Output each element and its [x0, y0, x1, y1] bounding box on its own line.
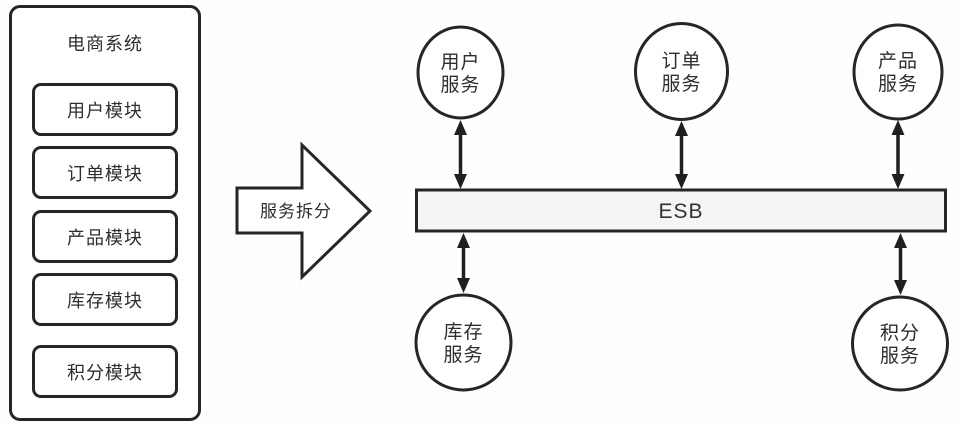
service-label-points-line2: 服务: [880, 345, 920, 367]
service-node-points: 积分 服务: [851, 295, 949, 392]
module-label-inventory: 库存模块: [67, 290, 143, 311]
transform-arrow-label: 服务拆分: [260, 202, 332, 221]
bidirectional-arrow-order: [675, 121, 688, 189]
esb-bus: [415, 188, 947, 233]
module-box-order: 订单模块: [32, 146, 178, 199]
monolith-title: 电商系统: [67, 34, 143, 54]
esb-label: ESB: [658, 200, 703, 223]
bidirectional-arrow-user: [454, 120, 467, 189]
module-box-product: 产品模块: [32, 210, 178, 263]
module-box-inventory: 库存模块: [32, 273, 178, 326]
service-node-user: 用户 服务: [416, 25, 505, 120]
service-label-product-line1: 产品: [878, 50, 918, 72]
module-label-points: 积分模块: [67, 362, 143, 383]
module-box-points: 积分模块: [32, 345, 178, 398]
service-node-order: 订单 服务: [634, 22, 729, 121]
service-label-user-line1: 用户: [440, 51, 480, 73]
module-label-user: 用户模块: [67, 100, 143, 121]
service-label-order-line1: 订单: [661, 50, 701, 72]
service-node-inventory: 库存 服务: [414, 293, 513, 392]
services-diagram: ESB 用户: [414, 22, 949, 392]
service-label-inventory-line2: 服务: [443, 344, 483, 366]
bidirectional-arrow-points: [894, 233, 907, 295]
module-label-order: 订单模块: [67, 163, 143, 184]
module-label-product: 产品模块: [67, 227, 143, 248]
service-label-product-line2: 服务: [878, 73, 918, 95]
service-label-order-line2: 服务: [661, 73, 701, 95]
bidirectional-arrow-product: [891, 120, 905, 189]
monolith-panel: 电商系统 用户模块 订单模块 产品模块 库存模块 积分模块: [9, 5, 201, 421]
right-arrow-icon: [235, 141, 373, 281]
service-label-points-line1: 积分: [880, 322, 920, 344]
service-label-user-line2: 服务: [440, 74, 480, 96]
bidirectional-arrow-inventory: [457, 233, 470, 293]
service-label-inventory-line1: 库存: [443, 321, 483, 343]
module-box-user: 用户模块: [32, 83, 178, 136]
service-node-product: 产品 服务: [852, 23, 944, 121]
transform-arrow: 服务拆分: [235, 141, 373, 281]
